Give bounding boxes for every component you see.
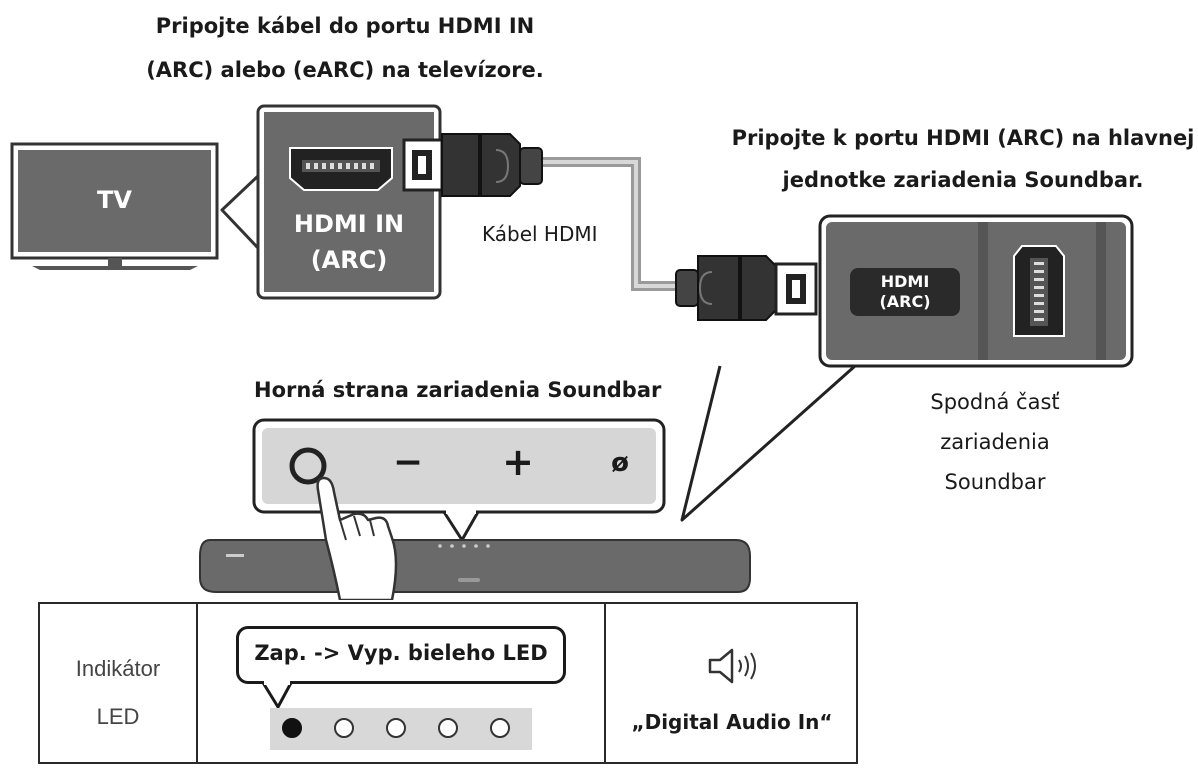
soundbar-port-label-line1: HDMI — [880, 272, 930, 291]
mode-text: „Digital Audio In“ — [631, 710, 833, 734]
tv-instruction-line2: (ARC) alebo (eARC) na televízore. — [146, 58, 544, 82]
led-indicator-table: Indikátor LED Zap. -> Vyp. bieleho LED „… — [38, 602, 858, 764]
bottom-side-label-line2: zariadenia — [940, 430, 1050, 454]
led-label-line2: LED — [96, 704, 140, 729]
led-indicator — [334, 718, 354, 738]
led-indicator — [282, 718, 302, 738]
power-button-icon — [289, 447, 327, 485]
bottom-side-label-line1: Spodná časť — [930, 390, 1060, 414]
soundbar-icon — [199, 539, 751, 593]
soundbar-hdmi-port-panel — [818, 214, 1134, 368]
led-callout-pointer — [260, 681, 294, 709]
hand-icon — [316, 476, 398, 600]
soundbar-port-label-line2: (ARC) — [879, 292, 931, 311]
hdmi-plug-soundbar — [675, 255, 818, 321]
led-label-cell: Indikátor LED — [40, 604, 198, 762]
led-status-cell: Zap. -> Vyp. bieleho LED — [198, 604, 606, 762]
bottom-side-label-line3: Soundbar — [944, 470, 1046, 494]
hdmi-plug-tv — [402, 133, 543, 197]
top-side-label: Horná strana zariadenia Soundbar — [254, 378, 662, 402]
mic-button: ø — [611, 448, 629, 478]
volume-up-button: + — [502, 440, 534, 484]
led-indicator — [490, 718, 510, 738]
led-indicator — [386, 718, 406, 738]
tv-icon — [10, 142, 219, 270]
mode-cell: „Digital Audio In“ — [606, 604, 858, 762]
led-strip — [270, 708, 532, 750]
illustration — [10, 104, 1134, 600]
top-button-panel — [252, 418, 666, 542]
led-callout-bubble: Zap. -> Vyp. bieleho LED — [236, 626, 566, 684]
tv-label: TV — [97, 186, 132, 214]
tv-callout-pointer — [220, 174, 260, 250]
soundbar-instruction-line1: Pripojte k portu HDMI (ARC) na hlavnej — [731, 126, 1195, 150]
volume-down-button: − — [392, 442, 424, 483]
speaker-icon — [708, 648, 756, 684]
led-label-line1: Indikátor — [75, 656, 161, 681]
cable-label: Kábel HDMI — [482, 222, 598, 246]
tv-instruction-line1: Pripojte kábel do portu HDMI IN — [155, 14, 535, 38]
led-callout-text: Zap. -> Vyp. bieleho LED — [254, 641, 548, 665]
soundbar-instruction-line2: jednotke zariadenia Soundbar. — [782, 168, 1144, 192]
tv-port-label-line1: HDMI IN — [293, 210, 405, 238]
tv-port-label-line2: (ARC) — [310, 246, 388, 274]
bottom-callout-pointer — [680, 364, 856, 522]
led-indicator — [438, 718, 458, 738]
